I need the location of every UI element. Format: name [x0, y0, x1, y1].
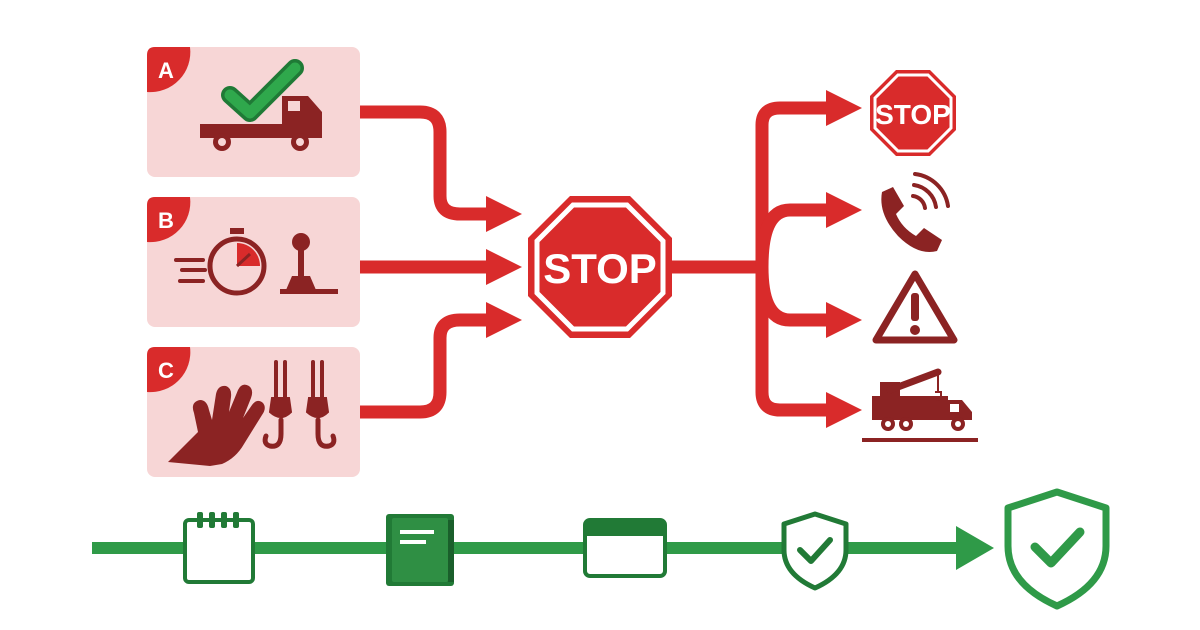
calendar-icon: [183, 512, 255, 584]
stop-sign-icon: STOP: [870, 70, 956, 156]
timeline-arrowhead: [956, 526, 994, 570]
hand-icon: [168, 384, 265, 466]
input-arrows: [360, 105, 490, 419]
warning-icon: [872, 270, 958, 344]
shield-check-icon: [781, 511, 849, 591]
large-shield-check-icon: [1004, 488, 1110, 610]
card-badge: C: [158, 358, 174, 383]
stopwatch-icon: [174, 228, 267, 296]
joystick-icon: [280, 233, 338, 294]
output-arrowheads: [826, 90, 862, 428]
card-badge: B: [158, 208, 174, 233]
outcome-stop-text: STOP: [875, 99, 951, 130]
timeline: [92, 488, 1110, 610]
book-icon: [386, 514, 454, 586]
flatbed-truck-icon: [200, 96, 322, 151]
center-stop-sign: STOP: [528, 196, 672, 338]
crane-truck-icon: [862, 368, 978, 442]
window-icon: [583, 518, 667, 578]
card-badge: A: [158, 58, 174, 83]
card-b: B: [147, 197, 360, 327]
output-arrows: [672, 101, 830, 417]
card-c: C: [147, 347, 360, 477]
check-icon: [221, 59, 304, 122]
input-arrowheads: [486, 196, 522, 338]
card-a: A: [147, 47, 360, 177]
crane-hooks-icon: [262, 360, 337, 449]
center-stop-text: STOP: [543, 245, 657, 292]
phone-icon: [881, 172, 950, 252]
